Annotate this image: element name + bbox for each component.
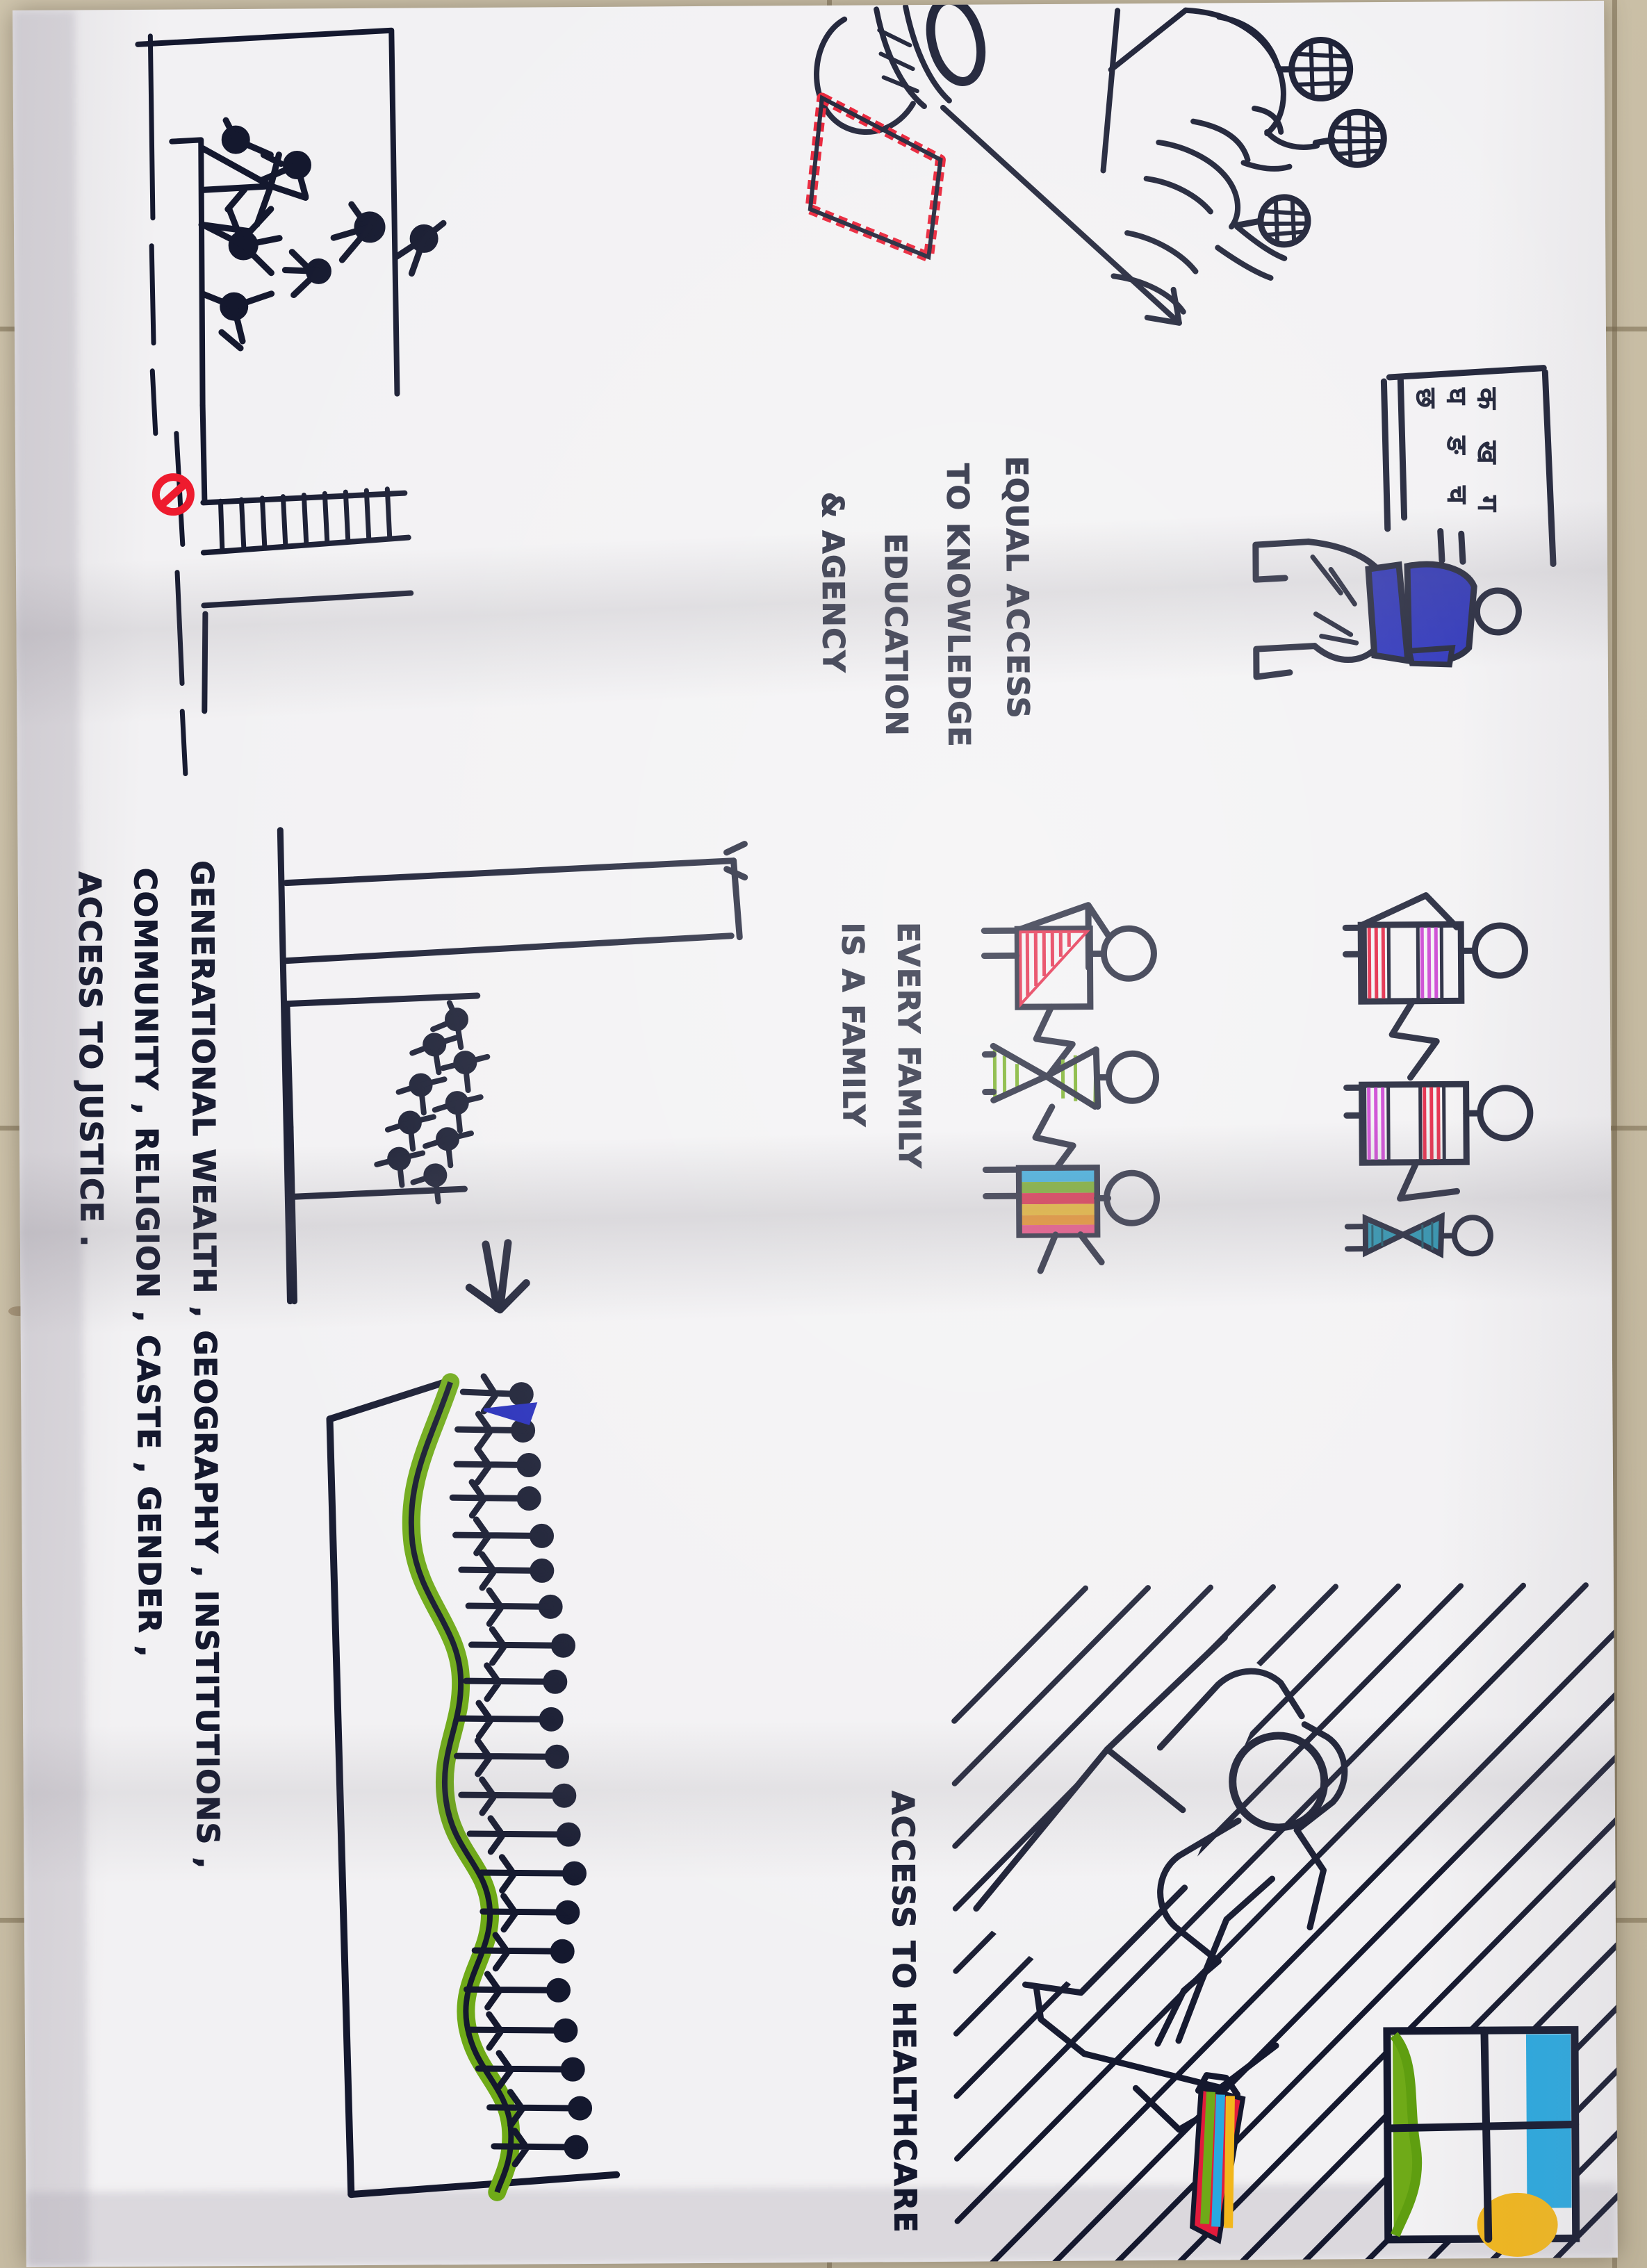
pot-vessel-drawing bbox=[801, 1, 1046, 235]
student-at-desk-blue bbox=[1224, 502, 1522, 726]
caption-access-healthcare: ACCESS TO HEALTHCARE bbox=[884, 1791, 923, 2234]
caption-barriers-line1: GENERATIONAL WEALTH , GEOGRAPHY , INSTIT… bbox=[183, 860, 226, 1871]
panel-crowd-behind-barrier bbox=[96, 15, 487, 777]
red-outlined-book bbox=[797, 85, 965, 266]
caption-equal-access-line4: & AGENCY bbox=[814, 491, 851, 674]
blackboard-row-3: छ bbox=[1409, 388, 1442, 419]
prohibited-sign-icon bbox=[151, 472, 195, 516]
long-building-frame bbox=[247, 819, 750, 1308]
caption-barriers-line3: ACCESS TO JUSTICE . bbox=[71, 871, 109, 1249]
caption-equal-access-line2: TO KNOWLEDGE bbox=[940, 463, 977, 748]
caption-barriers-line2: COMMUNITY , RELIGION , CASTE , GENDER , bbox=[126, 867, 167, 1659]
caption-every-family-line2: IS A FAMILY bbox=[835, 922, 871, 1128]
queue-panel bbox=[320, 1347, 714, 2253]
caption-every-family-line1: EVERY FAMILY bbox=[890, 921, 927, 1169]
classroom-figures bbox=[1006, 2, 1398, 331]
caption-equal-access-line1: EQUAL ACCESS bbox=[998, 456, 1035, 720]
family-group-left bbox=[981, 889, 1279, 1308]
caption-equal-access-line3: EDUCATION bbox=[877, 533, 914, 737]
poster-paper: क ख ग घ ङ च छ EQUAL ACCESS TO KNOWLEDGE … bbox=[13, 1, 1618, 2267]
blackboard bbox=[1370, 355, 1559, 567]
down-arrow-icon bbox=[454, 1231, 545, 1336]
diagonal-arrow bbox=[937, 93, 1231, 373]
family-group-right bbox=[1342, 883, 1618, 1315]
tile-grout-line bbox=[1612, 0, 1617, 2268]
hospital-panel bbox=[951, 1582, 1618, 2267]
